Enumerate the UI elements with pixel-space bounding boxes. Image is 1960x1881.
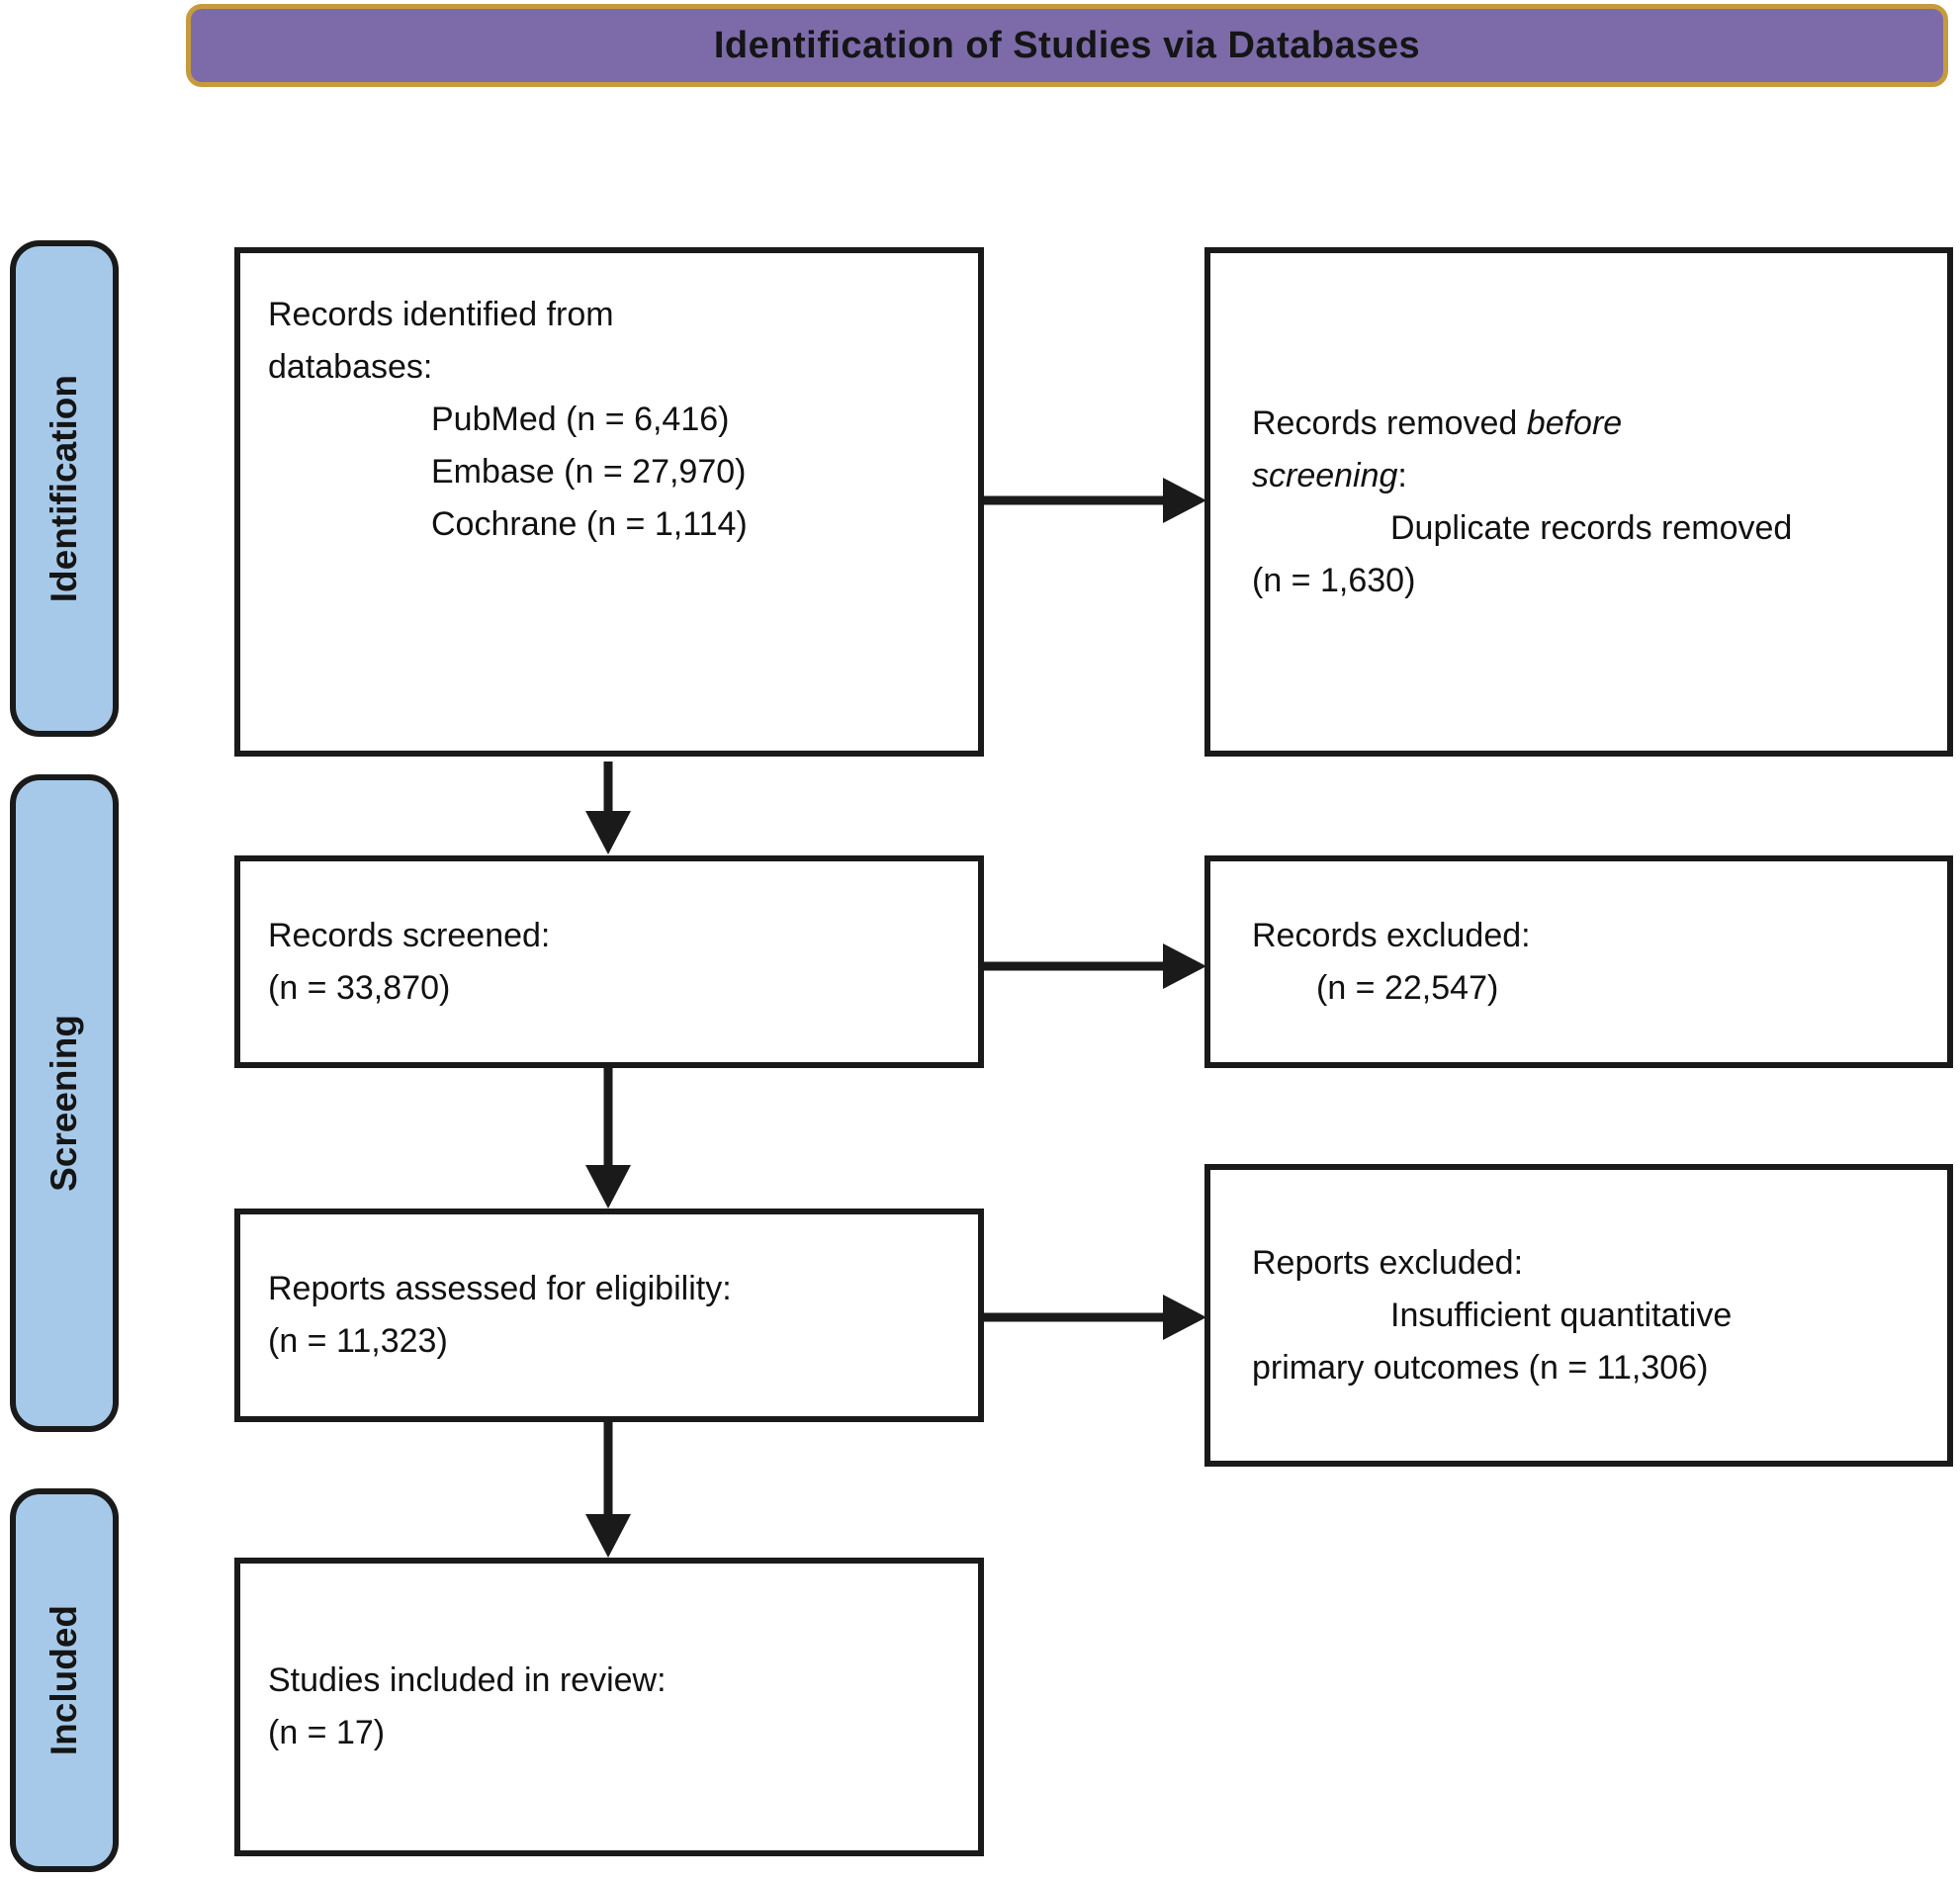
box-records-identified: Records identified from databases: PubMe… xyxy=(234,247,984,757)
stage-label-screening: Screening xyxy=(10,774,119,1432)
removed-duplicates-detail: Duplicate records removed xyxy=(1390,508,1793,547)
assessed-count: (n = 11,323) xyxy=(268,1322,448,1360)
database-count-embase: Embase (n = 27,970) xyxy=(431,453,747,491)
arrow-identified-to-screened xyxy=(585,761,631,854)
text-line: databases: xyxy=(268,348,433,386)
box-records-excluded: Records excluded: (n = 22,547) xyxy=(1204,855,1953,1068)
text-line: Reports assessed for eligibility: xyxy=(268,1270,732,1307)
stage-label-text: Screening xyxy=(44,1015,84,1192)
box-studies-included: Studies included in review: (n = 17) xyxy=(234,1558,984,1856)
diagram-title-banner: Identification of Studies via Databases xyxy=(186,4,1948,87)
arrow-assessed-to-included xyxy=(585,1420,631,1558)
database-count-pubmed: PubMed (n = 6,416) xyxy=(431,401,730,438)
stage-label-text: Included xyxy=(44,1604,84,1756)
diagram-title: Identification of Studies via Databases xyxy=(713,24,1421,66)
text-line: Records screened: xyxy=(268,916,551,954)
screened-count: (n = 33,870) xyxy=(268,968,451,1007)
text-line: screening: xyxy=(1252,456,1407,494)
arrow-identified-to-removed xyxy=(982,478,1206,523)
stage-label-included: Included xyxy=(10,1488,119,1872)
text-line: Records excluded: xyxy=(1252,916,1531,954)
box-reports-assessed: Reports assessed for eligibility: (n = 1… xyxy=(234,1209,984,1422)
included-count: (n = 17) xyxy=(268,1714,386,1751)
box-records-screened: Records screened: (n = 33,870) xyxy=(234,855,984,1068)
stage-label-text: Identification xyxy=(44,374,84,603)
box-records-removed-before-screening: Records removed before screening: Duplic… xyxy=(1204,247,1953,757)
removed-count: (n = 1,630) xyxy=(1252,561,1416,599)
arrow-screened-to-excluded xyxy=(982,943,1206,989)
records-excluded-count: (n = 22,547) xyxy=(1316,968,1499,1007)
database-count-cochrane: Cochrane (n = 1,114) xyxy=(431,505,748,543)
reports-excluded-reason: Insufficient quantitative xyxy=(1390,1296,1733,1334)
text-line: Studies included in review: xyxy=(268,1661,667,1699)
arrow-assessed-to-excluded xyxy=(982,1295,1206,1340)
box-reports-excluded: Reports excluded: Insufficient quantitat… xyxy=(1204,1164,1953,1467)
text-line: Records identified from xyxy=(268,296,614,333)
reports-excluded-count: primary outcomes (n = 11,306) xyxy=(1252,1348,1709,1387)
text-line: Records removed before xyxy=(1252,403,1623,442)
text-line: Reports excluded: xyxy=(1252,1243,1524,1282)
arrow-screened-to-assessed xyxy=(585,1066,631,1209)
stage-label-identification: Identification xyxy=(10,240,119,737)
